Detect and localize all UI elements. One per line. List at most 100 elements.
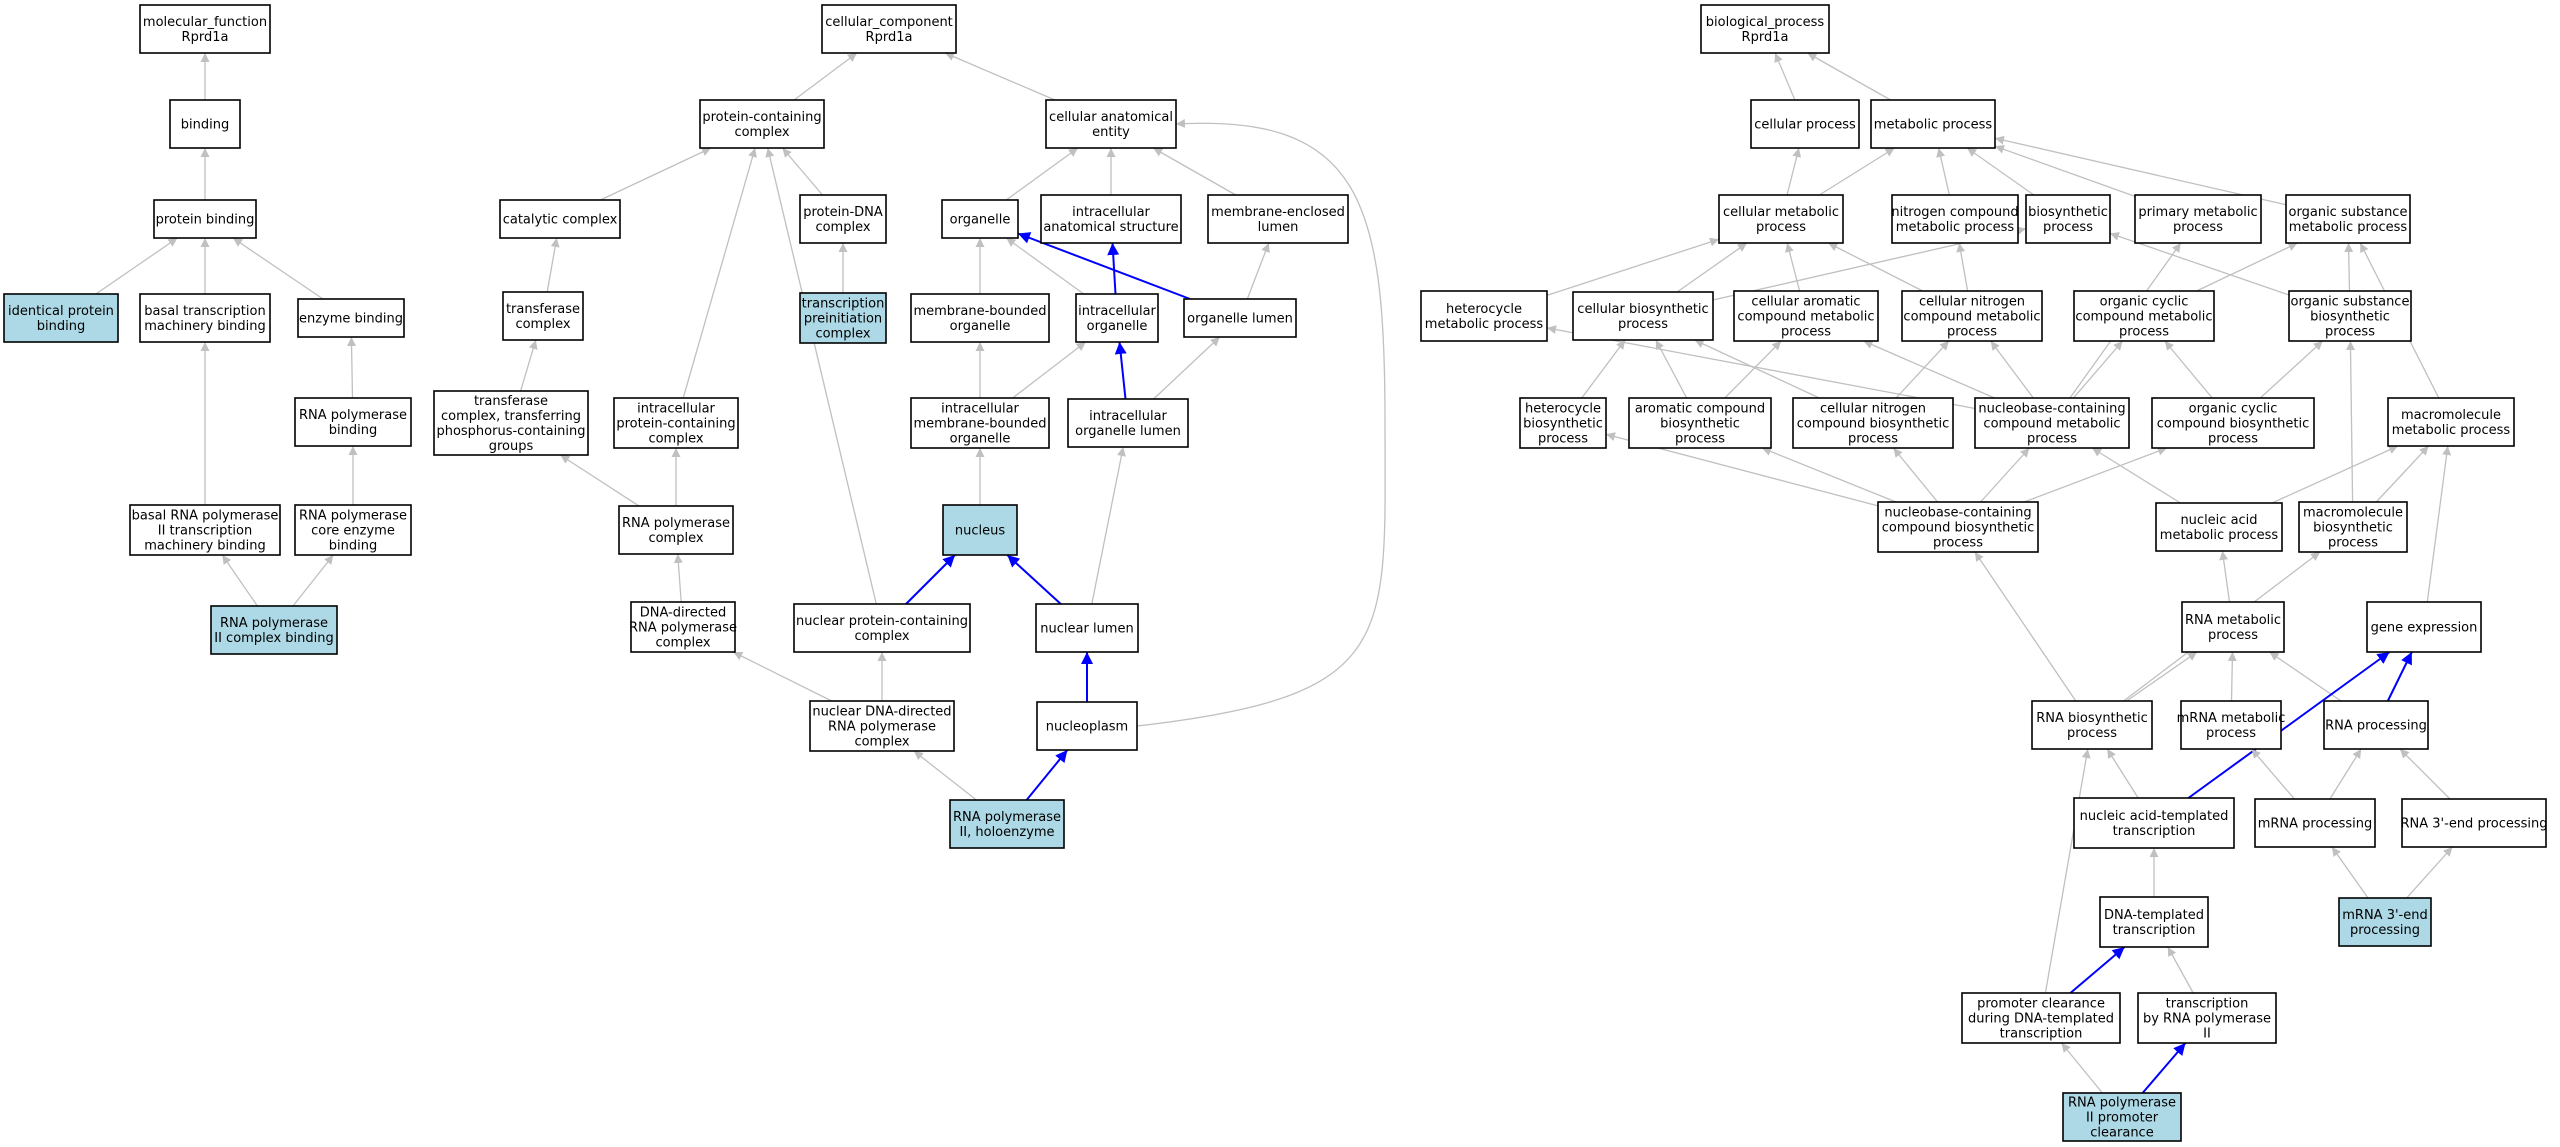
edge-organic_cyclic_compound_metabolic_process-to-organic_substance_metabolic_process (2196, 242, 2298, 292)
node-label-line: complex (515, 317, 570, 332)
edge-biosynthetic_process-to-metabolic_process (1966, 147, 2035, 196)
node-label-line: lumen (1258, 220, 1299, 235)
node-label-line: RNA polymerase (299, 408, 407, 423)
go-term-node-binding[interactable]: binding (169, 99, 241, 149)
go-term-node-mrna-processing[interactable]: mRNA processing (2254, 798, 2376, 848)
go-term-node-metabolic-process[interactable]: metabolic process (1870, 99, 1996, 149)
node-box (821, 4, 957, 54)
go-term-node-nucleoplasm[interactable]: nucleoplasm (1036, 701, 1138, 751)
go-term-node-enzyme-binding[interactable]: enzyme binding (297, 298, 405, 338)
node-label-line: RNA polymerase (220, 616, 328, 631)
node-label-line: transferase (506, 302, 580, 317)
go-term-node-gene-expression[interactable]: gene expression (2366, 601, 2482, 653)
go-term-node-rna-processing[interactable]: RNA processing (2323, 700, 2429, 750)
node-label-line: organic substance (2289, 205, 2408, 220)
node-box (1045, 99, 1177, 149)
node-label-line: II, holoenzyme (959, 825, 1054, 840)
go-term-node-nucleus[interactable]: nucleus (942, 504, 1018, 556)
node-label-line: cellular biosynthetic (1577, 302, 1708, 317)
edge-nucleobase_containing_compound_metabolic_process-to-cellular_aromatic_compound_metabolic_process (1863, 340, 1995, 399)
node-box (630, 601, 736, 653)
edge-organic_cyclic_compound_biosynthetic_process-to-organic_cyclic_compound_metabolic_process (2164, 340, 2213, 399)
go-term-node-organelle[interactable]: organelle (941, 199, 1019, 239)
node-box (941, 199, 1019, 239)
node-label-line: enzyme binding (299, 312, 403, 327)
node-label-line: during DNA-templated (1968, 1012, 2114, 1027)
node-label-line: DNA-directed (640, 606, 726, 621)
node-label-line: macromolecule (2401, 408, 2501, 423)
go-term-node-rna-3-end-processing[interactable]: RNA 3'-end processing (2401, 798, 2548, 848)
node-label-line: biosynthetic (2313, 521, 2393, 536)
go-term-node-organelle-lumen[interactable]: organelle lumen (1183, 298, 1297, 338)
go-term-node-catalytic-complex[interactable]: catalytic complex (499, 199, 621, 239)
node-label-line: protein-DNA (803, 205, 883, 220)
highlight-edge-promoter_clearance_dna_templated-to-dna_templated_transcription (2069, 946, 2126, 994)
go-term-node-cellular-process[interactable]: cellular process (1750, 99, 1860, 149)
node-label-line: nucleus (955, 524, 1005, 539)
node-label-line: organic substance (2291, 295, 2410, 310)
edge-rnap2_holoenzyme-to-nuclear_dna_directed_rnap_complex (913, 750, 977, 801)
node-box (169, 99, 241, 149)
edge-identical_protein_binding-to-protein_binding (95, 237, 178, 295)
go-term-node-protein-binding[interactable]: protein binding (153, 199, 257, 239)
node-label-line: metabolic process (1425, 317, 1544, 332)
go-term-node-nuclear-lumen[interactable]: nuclear lumen (1035, 603, 1139, 653)
